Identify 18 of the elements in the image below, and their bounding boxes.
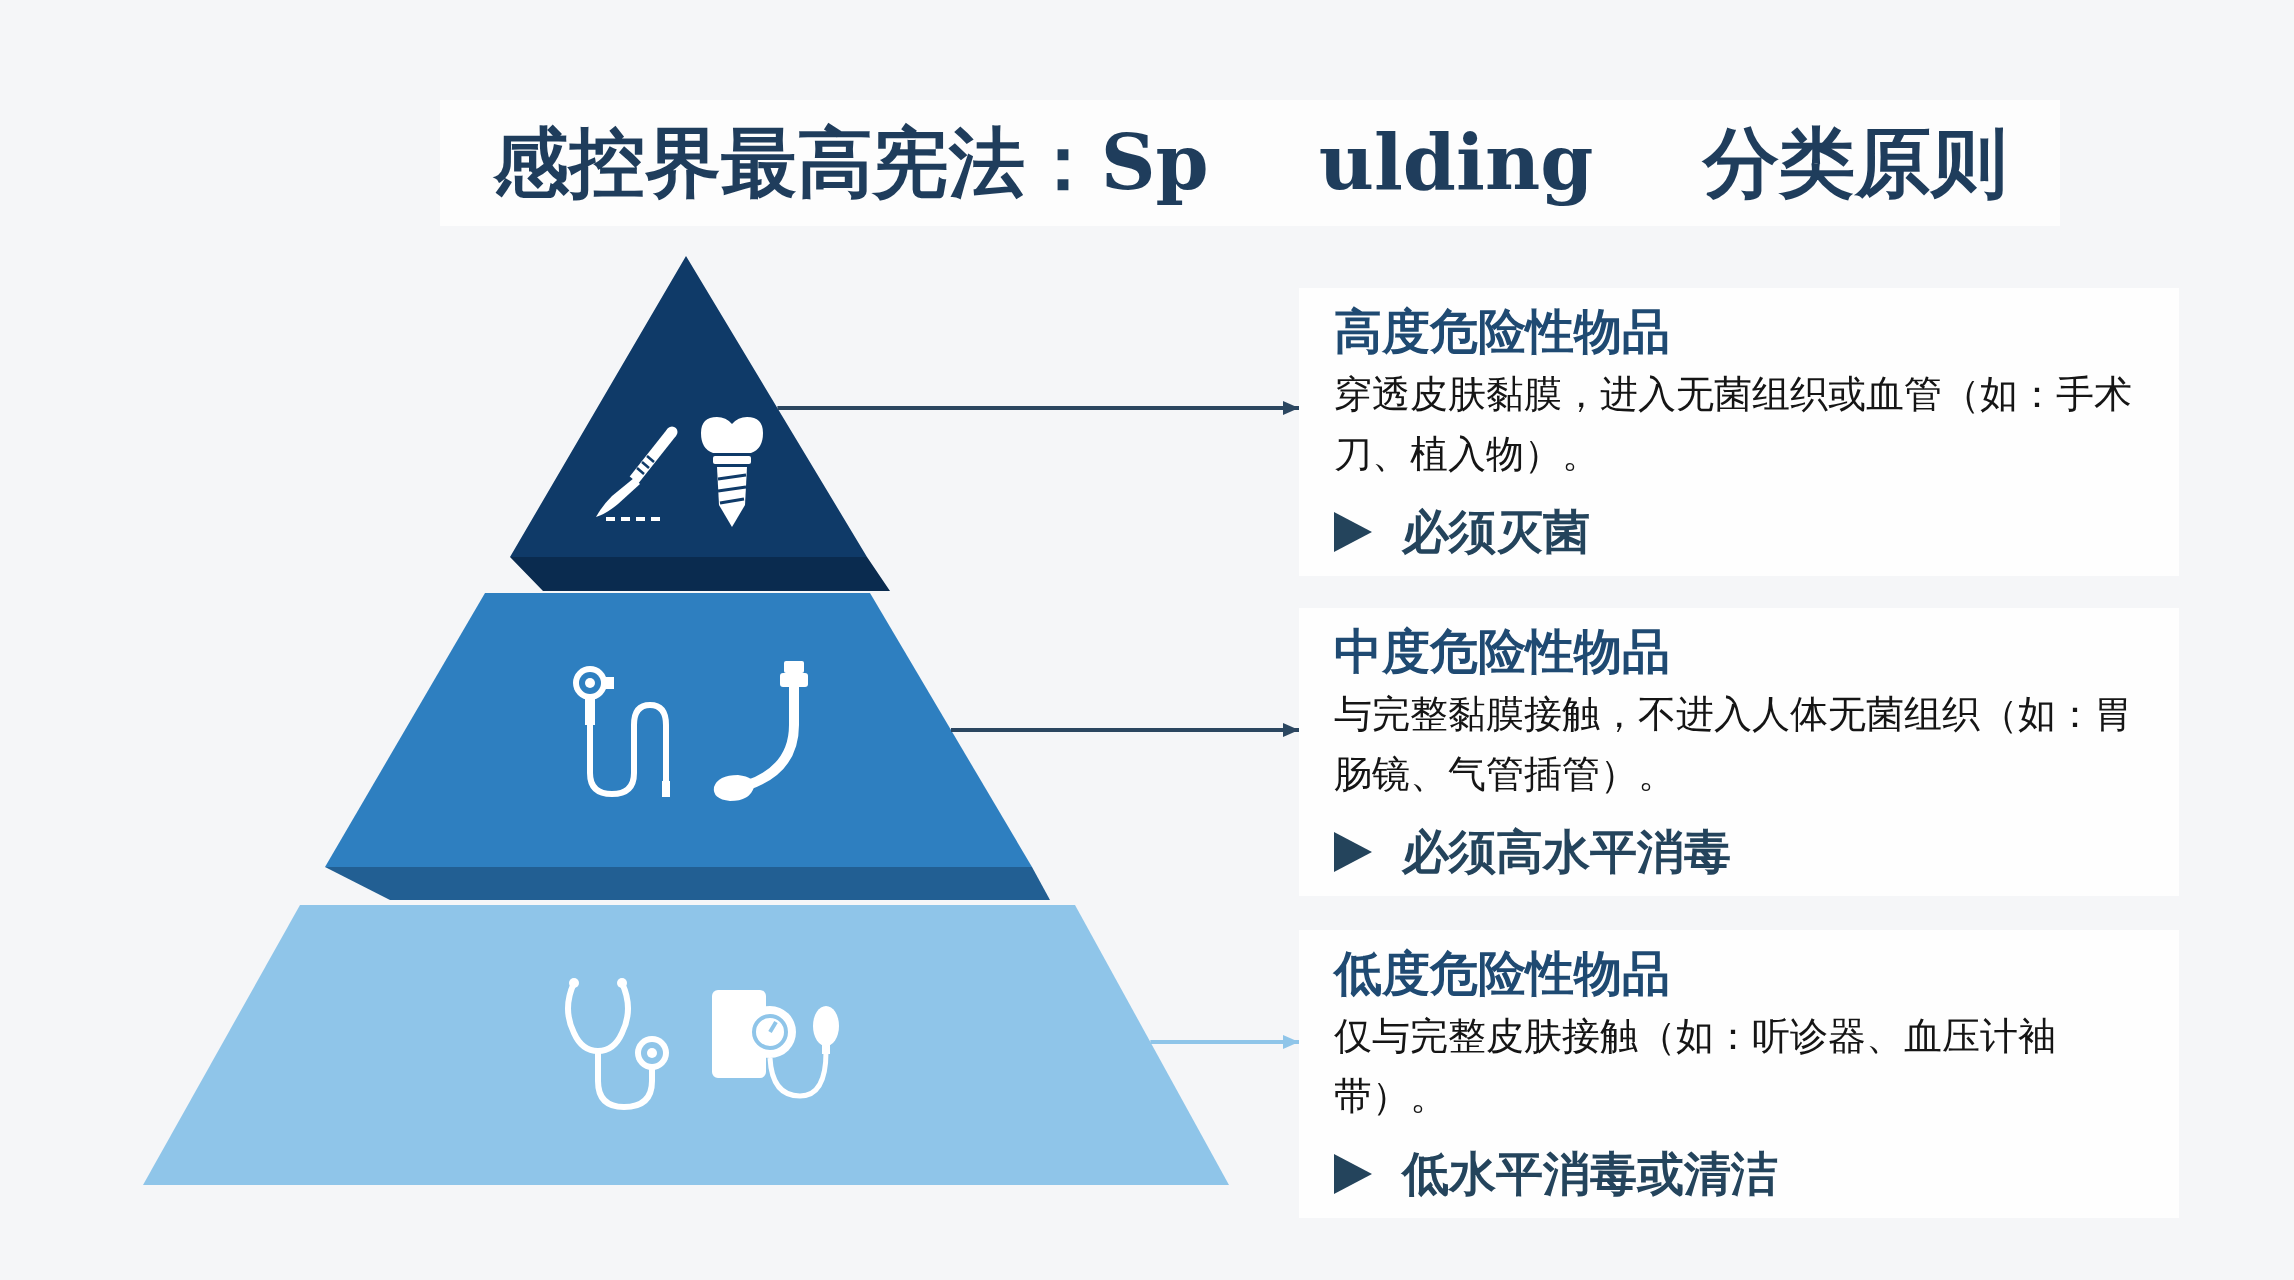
description-text: 与完整黏膜接触，不进入人体无菌组织（如：胃肠镜、气管插管）。 [1334,691,2133,798]
pyramid-tier [325,593,1052,902]
arrow [1150,1035,1299,1049]
action-text: 必须高水平消毒 [1402,824,1731,880]
info-panel [1299,288,2179,576]
title: 感控界最高宪法：Sp ulding 分类原则 [440,100,2060,226]
category-heading: 中度危险性物品 [1334,622,1670,680]
arrow [777,401,1299,415]
arrow [951,723,1299,737]
category-heading: 低度危险性物品 [1334,944,1670,1002]
info-panel [1299,930,2179,1218]
description-text: 仅与完整皮肤接触（如：听诊器、血压计袖带）。 [1334,1013,2057,1120]
pyramid-tier [143,905,1231,1187]
description-text: 穿透皮肤黏膜，进入无菌组织或血管（如：手术刀、植入物）。 [1334,371,2133,478]
action-text: 低水平消毒或清洁 [1402,1146,1778,1202]
action-text: 必须灭菌 [1402,504,1590,560]
info-panel [1299,608,2179,896]
category-heading: 高度危险性物品 [1334,302,1670,360]
